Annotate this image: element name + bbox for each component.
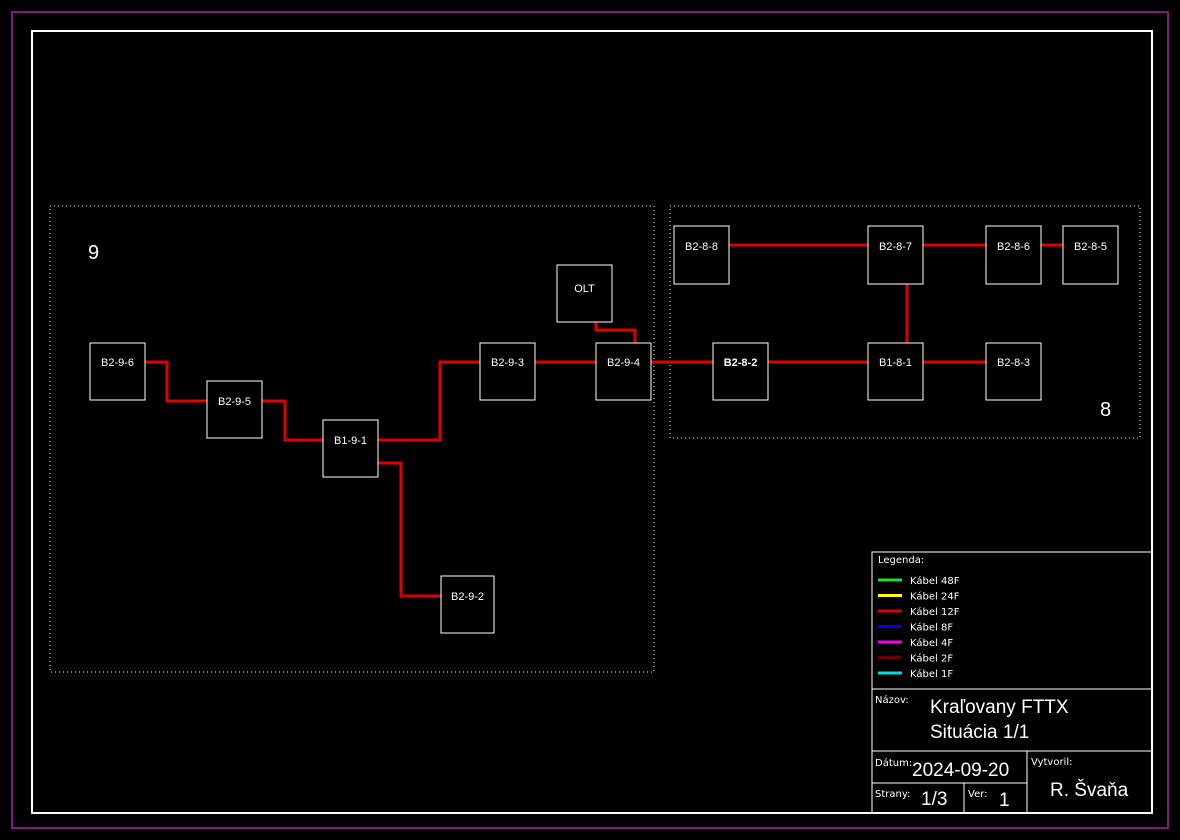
date-label: Dátum: xyxy=(875,757,912,769)
node-b2-8-7[interactable]: B2-8-7 xyxy=(867,225,924,285)
version-value: 1 xyxy=(999,790,1010,811)
zone-8-label: 8 xyxy=(1100,399,1111,421)
node-b2-9-5[interactable]: B2-9-5 xyxy=(206,380,263,439)
node-b2-9-4[interactable]: B2-9-4 xyxy=(595,342,652,401)
cable-b2-9-6-b2-9-5 xyxy=(145,360,207,403)
legend-title: Legenda: xyxy=(878,555,924,566)
node-label: B2-8-5 xyxy=(1074,241,1107,253)
pages-value: 1/3 xyxy=(921,789,947,810)
node-b2-9-2[interactable]: B2-9-2 xyxy=(440,575,495,634)
date-value: 2024-09-20 xyxy=(912,760,1009,781)
node-label: B2-8-2 xyxy=(724,357,758,369)
drawing-frame xyxy=(31,30,1153,814)
project-subtitle: Situácia 1/1 xyxy=(930,722,1029,743)
node-label: B2-9-2 xyxy=(451,591,484,603)
node-label: B1-9-1 xyxy=(334,435,367,447)
node-b2-8-3[interactable]: B2-8-3 xyxy=(985,342,1042,401)
legend-label: Kábel 2F xyxy=(910,653,953,665)
node-b2-8-5[interactable]: B2-8-5 xyxy=(1062,225,1119,285)
node-label: B1-8-1 xyxy=(879,357,912,369)
zone-8-boundary xyxy=(669,205,1141,439)
node-b2-8-2[interactable]: B2-8-2 xyxy=(712,342,769,401)
zone-9-boundary xyxy=(49,205,655,673)
node-label: B2-9-6 xyxy=(101,357,134,369)
project-name: Kraľovany FTTX xyxy=(930,697,1069,718)
node-label: B2-8-6 xyxy=(997,241,1030,253)
node-label: B2-8-8 xyxy=(685,241,718,253)
version-label: Ver: xyxy=(968,789,988,800)
node-label: B2-9-4 xyxy=(607,357,640,369)
node-label: B2-9-3 xyxy=(491,357,524,369)
node-label: B2-8-3 xyxy=(997,357,1030,369)
node-b2-9-6[interactable]: B2-9-6 xyxy=(89,342,146,401)
node-b1-9-1[interactable]: B1-9-1 xyxy=(322,419,379,478)
created-label: Vytvoril: xyxy=(1031,757,1072,768)
legend-label: Kábel 24F xyxy=(910,591,960,603)
zone-9-label: 9 xyxy=(88,242,99,264)
legend-label: Kábel 8F xyxy=(910,622,953,634)
node-olt[interactable]: OLT xyxy=(556,264,613,323)
node-b2-8-6[interactable]: B2-8-6 xyxy=(985,225,1042,285)
legend-label: Kábel 1F xyxy=(910,668,953,680)
cable-olt-b2-9-4 xyxy=(594,322,637,343)
node-label: B2-9-5 xyxy=(218,396,251,408)
node-label: OLT xyxy=(574,283,595,295)
cable-b1-9-1-b2-9-2 xyxy=(378,461,441,598)
node-b2-8-8[interactable]: B2-8-8 xyxy=(673,225,730,285)
node-group: B2-9-6 B2-9-5 B1-9-1 B2-9-2 B2-9-3 B2-9-… xyxy=(89,225,1119,634)
pages-label: Strany: xyxy=(875,789,910,800)
legend-items: Kábel 48F Kábel 24F Kábel 12F Kábel 8F Kábel… xyxy=(878,575,960,680)
legend-label: Kábel 48F xyxy=(910,575,960,587)
cable-b1-9-1-b2-9-3 xyxy=(378,360,480,442)
node-b2-9-3[interactable]: B2-9-3 xyxy=(479,342,536,401)
cable-group xyxy=(145,243,1063,598)
node-b1-8-1[interactable]: B1-8-1 xyxy=(867,342,924,401)
title-block-frame xyxy=(871,551,1153,814)
created-value: R. Švaňa xyxy=(1050,779,1129,801)
legend-label: Kábel 12F xyxy=(910,606,960,618)
cable-b2-9-5-b1-9-1 xyxy=(262,399,323,442)
node-label: B2-8-7 xyxy=(879,241,912,253)
outer-border xyxy=(11,11,1169,829)
legend-label: Kábel 4F xyxy=(910,637,953,649)
name-label: Názov: xyxy=(875,694,909,706)
